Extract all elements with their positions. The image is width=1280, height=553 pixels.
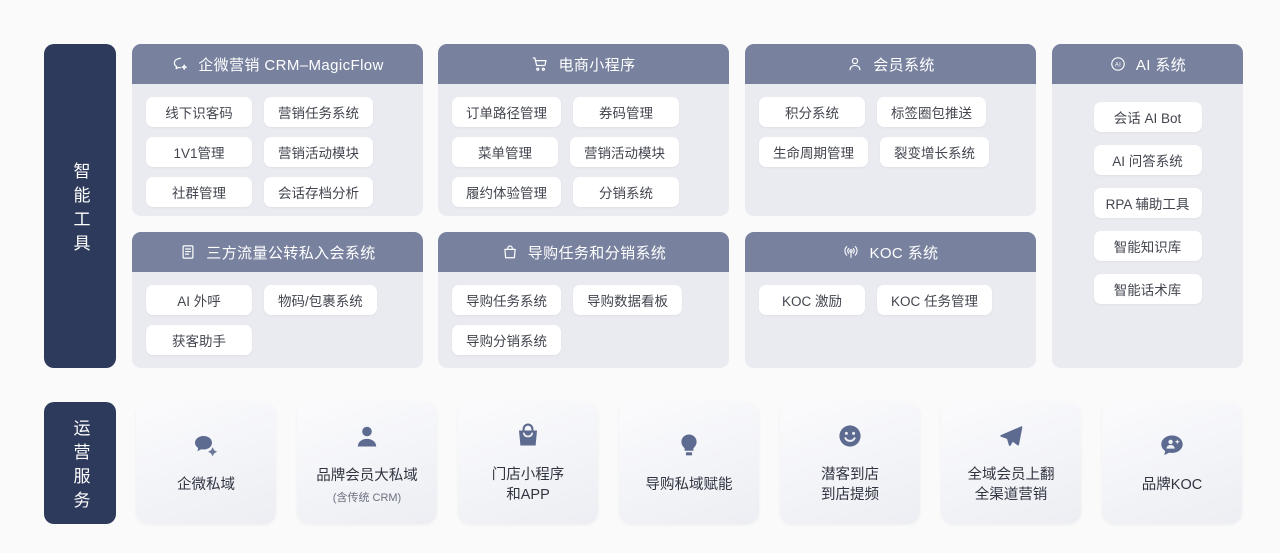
service-card-sublabel: (含传统 CRM) (332, 491, 402, 504)
broadcast-icon (842, 243, 860, 261)
system-card-member-system[interactable]: 会员系统 积分系统 标签圈包推送 生命周期管理 裂变增长系统 (745, 44, 1036, 216)
pill-item[interactable]: KOC 激励 (759, 285, 865, 315)
system-card-koc-system-header: KOC 系统 (745, 232, 1036, 272)
service-card-label: 门店小程序 和APP (491, 467, 565, 503)
rail-operation-services: 运营服务 (44, 402, 116, 524)
pill-item[interactable]: 分销系统 (573, 177, 679, 207)
smiley-icon (834, 420, 866, 452)
pill-item[interactable]: 线下识客码 (146, 97, 252, 127)
system-card-ecommerce-miniapp-items: 订单路径管理 券码管理 菜单管理 营销活动模块 履约体验管理 分销系统 (438, 84, 729, 216)
system-card-third-party-traffic-header: 三方流量公转私入会系统 (132, 232, 423, 272)
service-card-label: 潜客到店 到店提频 (821, 467, 879, 503)
chat-user-icon (1156, 430, 1188, 462)
pill-item[interactable]: 营销活动模块 (264, 137, 373, 167)
ai-circle-icon: AI (1109, 55, 1127, 73)
rail-operation-services-label: 运营服务 (70, 418, 90, 515)
pill-item[interactable]: 券码管理 (573, 97, 679, 127)
service-card-omnichannel-member[interactable]: 全域会员上翻 全渠道营销 (941, 402, 1081, 524)
system-card-member-system-title: 会员系统 (873, 56, 935, 74)
system-card-guide-task-distribution[interactable]: 导购任务和分销系统 导购任务系统 导购数据看板 导购分销系统 (438, 232, 729, 368)
system-card-koc-system-title: KOC 系统 (869, 244, 939, 262)
system-card-ai-system-items: 会话 AI Bot AI 问答系统 RPA 辅助工具 智能知识库 智能话术库 (1052, 84, 1243, 368)
system-card-ecommerce-miniapp-header: 电商小程序 (438, 44, 729, 84)
user-icon (846, 55, 864, 73)
system-card-third-party-traffic-title: 三方流量公转私入会系统 (206, 244, 376, 262)
system-card-koc-system-items: KOC 激励 KOC 任务管理 (745, 272, 1036, 368)
pill-item[interactable]: 社群管理 (146, 177, 252, 207)
pill-item[interactable]: 标签圈包推送 (877, 97, 986, 127)
pill-item[interactable]: 1V1管理 (146, 137, 252, 167)
service-card-brand-member-private[interactable]: 品牌会员大私域 (含传统 CRM) (297, 402, 437, 524)
system-card-ecommerce-miniapp[interactable]: 电商小程序 订单路径管理 券码管理 菜单管理 营销活动模块 履约体验管理 分销系… (438, 44, 729, 216)
pill-item[interactable]: 物码/包裹系统 (264, 285, 377, 315)
pill-item[interactable]: 营销活动模块 (570, 137, 679, 167)
system-card-guide-task-distribution-title: 导购任务和分销系统 (527, 244, 667, 262)
system-card-crm-items: 线下识客码 营销任务系统 1V1管理 营销活动模块 社群管理 会话存档分析 (132, 84, 423, 216)
system-card-member-system-items: 积分系统 标签圈包推送 生命周期管理 裂变增长系统 (745, 84, 1036, 216)
svg-text:AI: AI (1115, 63, 1121, 69)
service-card-guide-empowerment[interactable]: 导购私域赋能 (619, 402, 759, 524)
handbag-solid-icon (512, 420, 544, 452)
service-card-label: 品牌会员大私域 (316, 468, 418, 485)
shopping-cart-icon (531, 55, 549, 73)
rail-smart-tools: 智能工具 (44, 44, 116, 368)
system-card-guide-task-distribution-header: 导购任务和分销系统 (438, 232, 729, 272)
pill-item[interactable]: 获客助手 (146, 325, 252, 355)
pill-item[interactable]: 积分系统 (759, 97, 865, 127)
service-card-qiwei-private[interactable]: 企微私域 (136, 402, 276, 524)
chat-sparkle-icon (171, 55, 189, 73)
service-card-label: 企微私域 (177, 477, 235, 494)
pill-item[interactable]: 会话存档分析 (264, 177, 373, 207)
pill-item[interactable]: 菜单管理 (452, 137, 558, 167)
chat-bubble-sparkle-icon (190, 430, 222, 462)
document-icon (179, 243, 197, 261)
pill-item[interactable]: 导购任务系统 (452, 285, 561, 315)
pill-item[interactable]: AI 外呼 (146, 285, 252, 315)
pill-item[interactable]: AI 问答系统 (1093, 145, 1202, 175)
system-card-member-system-header: 会员系统 (745, 44, 1036, 84)
system-card-ecommerce-miniapp-title: 电商小程序 (558, 56, 636, 74)
pill-item[interactable]: 履约体验管理 (452, 177, 561, 207)
handbag-icon (501, 243, 519, 261)
system-card-crm-header: 企微营销 CRM–MagicFlow (132, 44, 423, 84)
system-card-crm-title: 企微营销 CRM–MagicFlow (198, 56, 384, 74)
pill-item[interactable]: 会话 AI Bot (1093, 102, 1202, 132)
system-card-third-party-traffic[interactable]: 三方流量公转私入会系统 AI 外呼 物码/包裹系统 获客助手 (132, 232, 423, 368)
pill-item[interactable]: 订单路径管理 (452, 97, 561, 127)
pill-item[interactable]: 智能话术库 (1093, 274, 1202, 304)
system-card-ai-system-header: AI AI 系统 (1052, 44, 1243, 84)
pill-item[interactable]: 导购分销系统 (452, 325, 561, 355)
service-card-brand-koc[interactable]: 品牌KOC (1102, 402, 1242, 524)
system-card-koc-system[interactable]: KOC 系统 KOC 激励 KOC 任务管理 (745, 232, 1036, 368)
user-solid-icon (351, 421, 383, 453)
pill-item[interactable]: RPA 辅助工具 (1093, 188, 1202, 218)
rail-smart-tools-label: 智能工具 (70, 161, 90, 258)
pill-item[interactable]: 智能知识库 (1093, 231, 1202, 261)
system-card-crm[interactable]: 企微营销 CRM–MagicFlow 线下识客码 营销任务系统 1V1管理 营销… (132, 44, 423, 216)
service-card-prospect-to-store[interactable]: 潜客到店 到店提频 (780, 402, 920, 524)
paper-plane-icon (995, 420, 1027, 452)
service-card-store-miniapp[interactable]: 门店小程序 和APP (458, 402, 598, 524)
lightbulb-icon (673, 430, 705, 462)
system-card-ai-system[interactable]: AI AI 系统 会话 AI Bot AI 问答系统 RPA 辅助工具 智能知识… (1052, 44, 1243, 368)
pill-item[interactable]: 营销任务系统 (264, 97, 373, 127)
pill-item[interactable]: 生命周期管理 (759, 137, 868, 167)
system-card-guide-task-distribution-items: 导购任务系统 导购数据看板 导购分销系统 (438, 272, 729, 368)
pill-item[interactable]: 导购数据看板 (573, 285, 682, 315)
service-card-label: 品牌KOC (1141, 477, 1203, 494)
service-card-label: 导购私域赋能 (645, 477, 733, 494)
system-card-third-party-traffic-items: AI 外呼 物码/包裹系统 获客助手 (132, 272, 423, 368)
pill-item[interactable]: KOC 任务管理 (877, 285, 993, 315)
pill-item[interactable]: 裂变增长系统 (880, 137, 989, 167)
system-card-ai-system-title: AI 系统 (1135, 56, 1187, 74)
service-card-label: 全域会员上翻 全渠道营销 (967, 467, 1055, 503)
